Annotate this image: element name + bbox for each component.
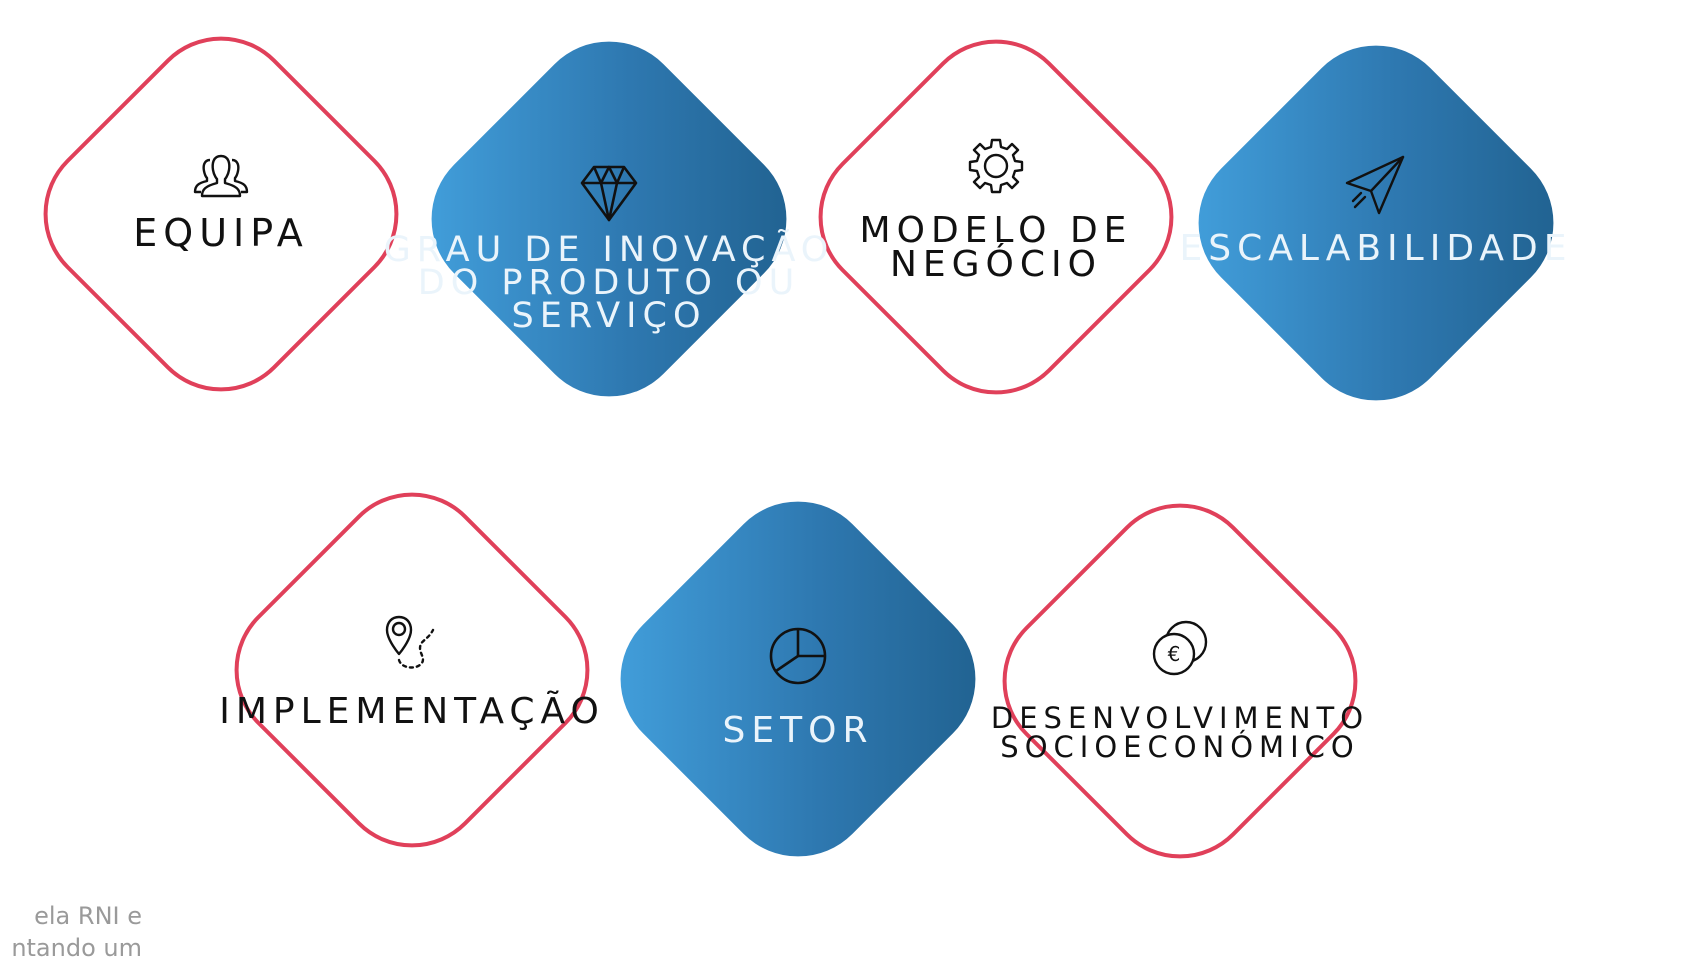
tile-equipa-label-line: EQUIPA (133, 211, 309, 255)
tile-escalabilidade: ESCALABILIDADE (1179, 153, 1567, 267)
tile-equipa-label: EQUIPA (133, 214, 308, 252)
tile-grau-inovacao: GRAU DE INOVAÇÃO DO PRODUTO OU SERVIÇO (384, 164, 828, 334)
tile-equipa: EQUIPA (61, 150, 381, 252)
tile-implementacao: IMPLEMENTAÇÃO (219, 612, 599, 730)
tile-setor-label-line: SETOR (722, 710, 874, 751)
tile-desenvolvimento-label-line-1: DESENVOLVIMENTO (990, 701, 1370, 735)
footnote-text: ela RNI e ntando um (0, 900, 142, 964)
pie-chart-icon (767, 625, 829, 687)
tile-setor-label: SETOR (723, 713, 874, 749)
footnote-line-1: ela RNI e (34, 902, 142, 930)
tile-grau-inovacao-label: GRAU DE INOVAÇÃO DO PRODUTO OU SERVIÇO (383, 230, 835, 336)
tile-desenvolvimento-label: DESENVOLVIMENTO SOCIOECONÓMICO (991, 704, 1369, 762)
people-icon (190, 150, 252, 202)
tile-modelo-negocio: MODELO DE NEGÓCIO (836, 136, 1156, 285)
tile-modelo-negocio-label-line-2: NEGÓCIO (889, 244, 1102, 285)
euro-coins-icon: € (1147, 618, 1213, 678)
tile-setor: SETOR (638, 625, 958, 749)
gear-icon (965, 136, 1027, 198)
diamond-gem-icon (578, 164, 640, 224)
tile-grau-inovacao-label-line-2: DO PRODUTO OU (417, 263, 801, 303)
location-pin-icon (381, 612, 443, 674)
tile-implementacao-label-line: IMPLEMENTAÇÃO (219, 691, 605, 732)
tile-grau-inovacao-label-line-3: SERVIÇO (511, 296, 707, 336)
tile-escalabilidade-label-line: ESCALABILIDADE (1179, 228, 1573, 269)
tile-implementacao-label: IMPLEMENTAÇÃO (219, 694, 605, 730)
tile-escalabilidade-label: ESCALABILIDADE (1179, 231, 1572, 267)
tile-desenvolvimento-label-line-2: SOCIOECONÓMICO (1000, 730, 1360, 764)
paper-plane-icon (1343, 153, 1409, 217)
tile-desenvolvimento: € DESENVOLVIMENTO SOCIOECONÓMICO (991, 618, 1363, 762)
tile-modelo-negocio-label: MODELO DE NEGÓCIO (859, 210, 1133, 285)
tile-grau-inovacao-label-line-1: GRAU DE INOVAÇÃO (383, 230, 835, 270)
tile-modelo-negocio-label-line-1: MODELO DE (859, 210, 1133, 251)
svg-text:€: € (1168, 642, 1181, 666)
footnote-line-2: ntando um (11, 934, 142, 962)
